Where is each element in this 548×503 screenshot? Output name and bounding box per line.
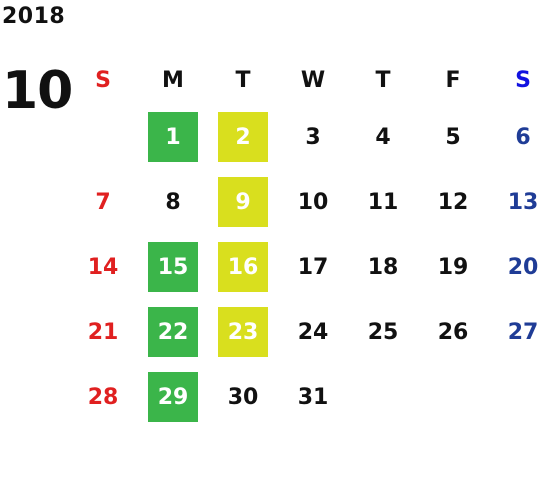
day-number: 28 <box>87 385 119 410</box>
day-cell: 18 <box>348 235 418 300</box>
day-number: 13 <box>507 190 539 215</box>
day-number: 11 <box>367 190 399 215</box>
day-cell: 7 <box>68 170 138 235</box>
weekday-header-sunday: S <box>95 67 111 93</box>
weekday-header-saturday: S <box>515 67 531 93</box>
day-number: 10 <box>297 190 329 215</box>
day-number: 1 <box>165 125 181 150</box>
day-number: 22 <box>157 320 189 345</box>
day-cell: 27 <box>488 300 548 365</box>
day-number: 2 <box>235 125 251 150</box>
day-number: 4 <box>375 125 391 150</box>
day-cell: 23 <box>208 300 278 365</box>
day-cell: 3 <box>278 105 348 170</box>
weekday-header-thursday: T <box>375 67 391 93</box>
calendar-month: 10 <box>2 61 73 121</box>
day-number: 18 <box>367 255 399 280</box>
day-number: 12 <box>437 190 469 215</box>
day-number: 19 <box>437 255 469 280</box>
day-cell: 31 <box>278 365 348 430</box>
day-cell: 21 <box>68 300 138 365</box>
day-number: 24 <box>297 320 329 345</box>
day-number: 15 <box>157 255 189 280</box>
day-number: 29 <box>157 385 189 410</box>
calendar-year: 2018 <box>2 4 66 29</box>
empty-cell <box>348 365 418 430</box>
day-cell: 26 <box>418 300 488 365</box>
day-number: 25 <box>367 320 399 345</box>
day-cell: 29 <box>138 365 208 430</box>
day-cell: 2 <box>208 105 278 170</box>
day-cell: 5 <box>418 105 488 170</box>
day-cell: 28 <box>68 365 138 430</box>
day-number: 20 <box>507 255 539 280</box>
day-cell: 15 <box>138 235 208 300</box>
day-cell: 11 <box>348 170 418 235</box>
day-cell: 9 <box>208 170 278 235</box>
day-number: 23 <box>227 320 259 345</box>
day-number: 31 <box>297 385 329 410</box>
day-cell: 10 <box>278 170 348 235</box>
weekday-header-tuesday: T <box>235 67 251 93</box>
empty-cell <box>418 365 488 430</box>
day-number: 16 <box>227 255 259 280</box>
day-number: 8 <box>165 190 181 215</box>
day-cell: 30 <box>208 365 278 430</box>
day-cell: 22 <box>138 300 208 365</box>
day-number: 26 <box>437 320 469 345</box>
weekday-header-monday: M <box>162 67 184 93</box>
day-cell: 20 <box>488 235 548 300</box>
day-cell: 19 <box>418 235 488 300</box>
day-cell: 16 <box>208 235 278 300</box>
day-cell: 24 <box>278 300 348 365</box>
day-number: 14 <box>87 255 119 280</box>
day-cell: 14 <box>68 235 138 300</box>
day-number: 5 <box>445 125 461 150</box>
day-cell: 8 <box>138 170 208 235</box>
day-number: 21 <box>87 320 119 345</box>
day-number: 30 <box>227 385 259 410</box>
day-cell: 25 <box>348 300 418 365</box>
day-number: 3 <box>305 125 321 150</box>
day-cell: 17 <box>278 235 348 300</box>
day-cell: 12 <box>418 170 488 235</box>
empty-cell <box>488 365 548 430</box>
day-cell: 1 <box>138 105 208 170</box>
weekday-header-friday: F <box>445 67 461 93</box>
weekday-header-wednesday: W <box>300 67 326 93</box>
day-cell: 13 <box>488 170 548 235</box>
day-number: 27 <box>507 320 539 345</box>
day-number: 9 <box>235 190 251 215</box>
day-number: 7 <box>95 190 111 215</box>
day-cell: 6 <box>488 105 548 170</box>
day-number: 17 <box>297 255 329 280</box>
day-number: 6 <box>515 125 531 150</box>
empty-cell <box>68 105 138 170</box>
day-cell: 4 <box>348 105 418 170</box>
